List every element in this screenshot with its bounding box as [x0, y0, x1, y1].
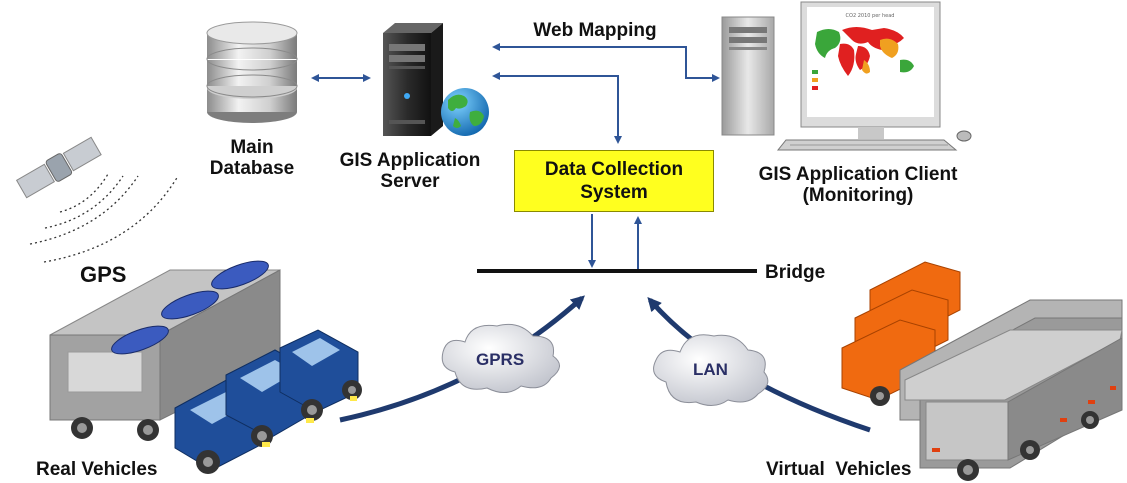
data-collection-system-box: Data Collection System: [514, 150, 714, 212]
server-icon: [383, 23, 443, 136]
svg-text:CO2 2010 per head: CO2 2010 per head: [846, 13, 895, 19]
data-collection-label-line1: Data Collection: [544, 159, 684, 180]
main-database-label: Main Database: [186, 137, 318, 179]
lan-cloud: [653, 334, 769, 406]
gps-label: GPS: [80, 262, 127, 287]
virtual-vehicles-icon: [841, 261, 1123, 481]
main-database-label-line1: Main: [230, 137, 274, 158]
gis-client-label: GIS Application Client (Monitoring): [730, 164, 986, 206]
lan-label: LAN: [693, 360, 728, 379]
real-vehicles-label: Real Vehicles: [36, 459, 158, 480]
gprs-cloud: [441, 323, 560, 393]
main-database-label-line2: Database: [209, 158, 295, 179]
desktop-monitor-icon: CO2 2010 per head: [721, 1, 972, 151]
virtual-vehicles-label: Virtual Vehicles: [766, 459, 912, 480]
bridge-label: Bridge: [765, 262, 826, 283]
gis-server-label: GIS Application Server: [330, 150, 490, 192]
data-collection-label-line2: System: [580, 182, 648, 203]
gis-server-label-line2: Server: [380, 171, 440, 192]
gis-client-label-line1: GIS Application Client: [758, 164, 958, 185]
gis-server-label-line1: GIS Application: [339, 150, 481, 171]
gprs-label: GPRS: [476, 350, 525, 369]
globe-icon: [441, 88, 489, 136]
connectors: [311, 43, 720, 270]
gis-client-label-line2: (Monitoring): [802, 185, 914, 206]
satellite-icon: [15, 136, 102, 199]
gps-signal-waves: [29, 173, 179, 263]
web-mapping-label: Web Mapping: [533, 20, 657, 41]
database-icon: [206, 21, 298, 123]
real-vehicles-icon: [49, 260, 362, 474]
